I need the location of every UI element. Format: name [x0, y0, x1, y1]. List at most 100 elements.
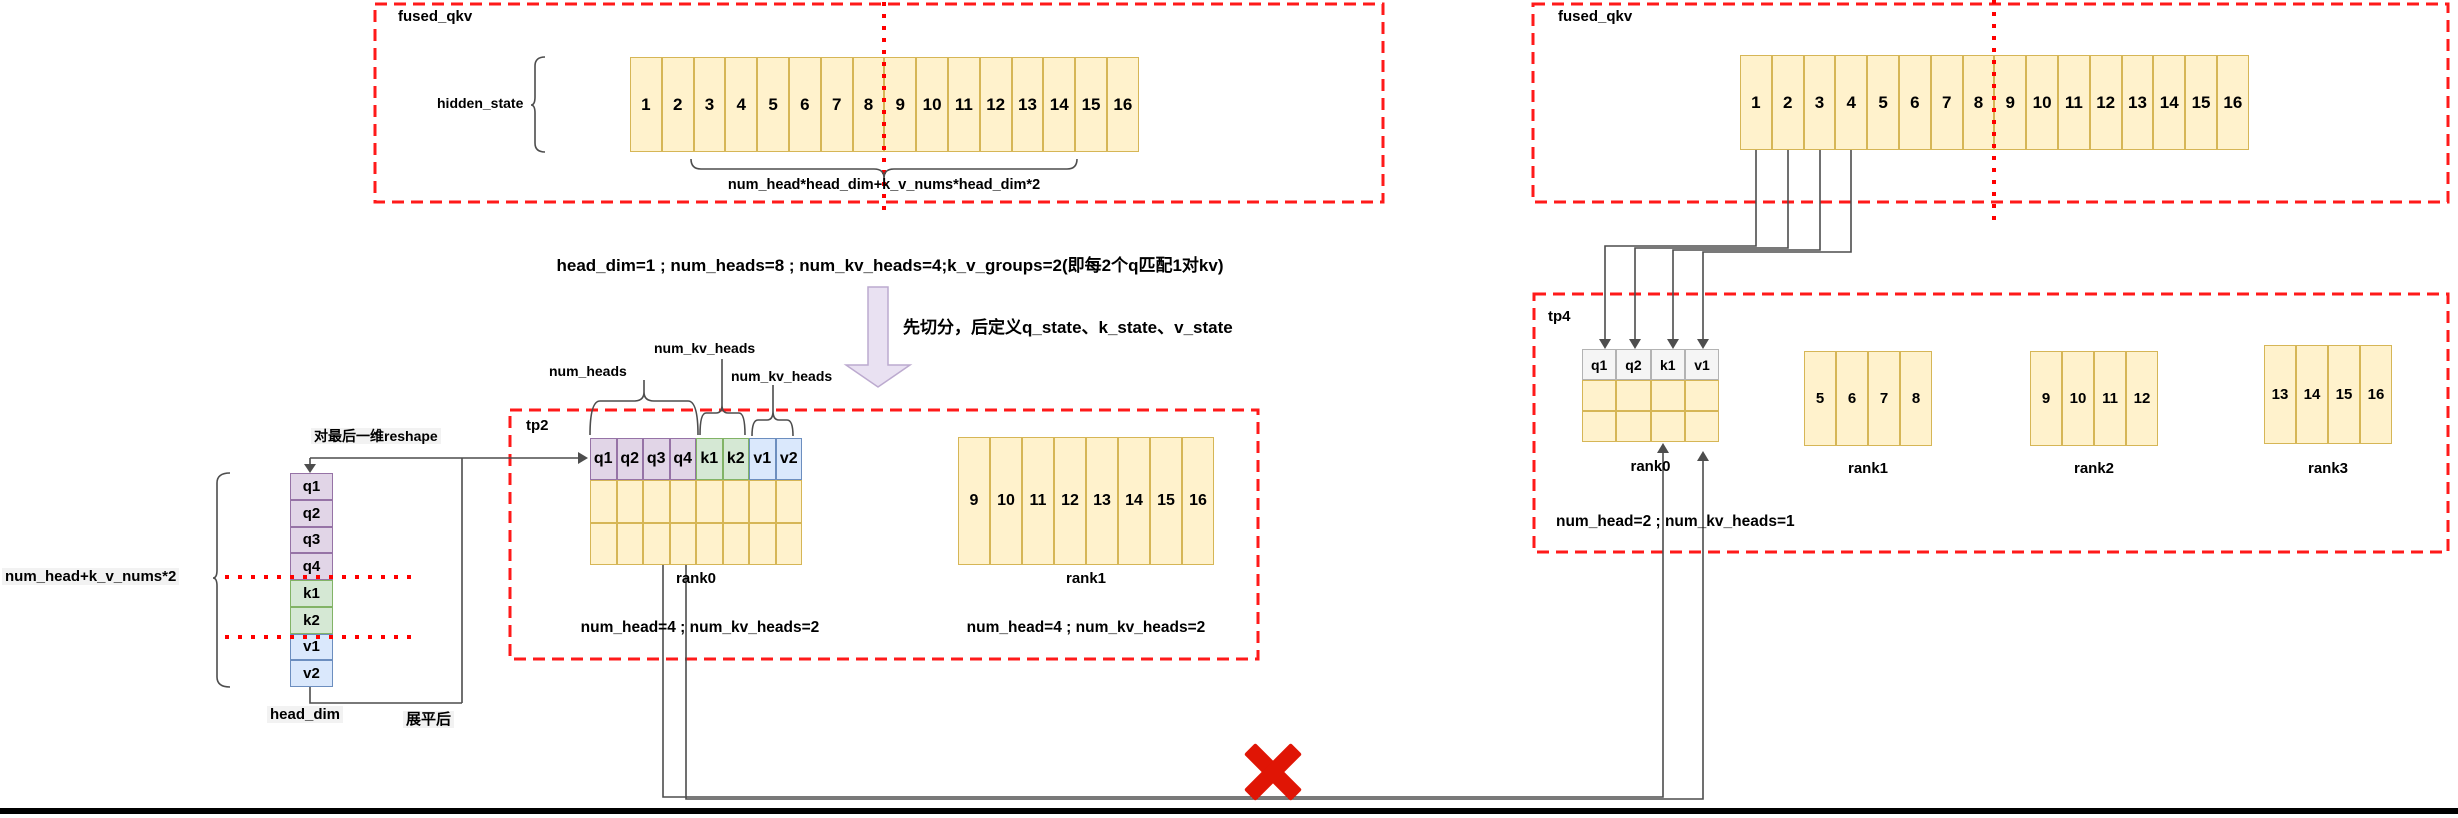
tp2-rank1-label: rank1: [1065, 570, 1107, 587]
cell: k1: [696, 438, 723, 481]
cell: 2: [1771, 55, 1804, 150]
tp4-title: tp4: [1548, 308, 1571, 325]
cell: q3: [643, 438, 670, 481]
cell: [749, 522, 776, 565]
cell: [775, 480, 802, 523]
cell: [1616, 380, 1651, 411]
cell: [1650, 411, 1685, 442]
cell: 13: [1086, 437, 1118, 565]
cell: 11: [947, 57, 980, 152]
cell: q1: [290, 473, 333, 500]
cell: 7: [1930, 55, 1963, 150]
cell: [696, 522, 723, 565]
tp4-rank0-label: rank0: [1630, 458, 1671, 475]
cell: [1582, 380, 1617, 411]
cell: v2: [775, 438, 802, 481]
cell: [722, 480, 749, 523]
cell: 12: [1054, 437, 1086, 565]
cell: [1684, 380, 1720, 411]
cell: 12: [979, 57, 1012, 152]
fused-qkv-left-brace-label: num_head*head_dim+k_v_nums*head_dim*2: [727, 177, 1041, 193]
cell: [1582, 411, 1617, 442]
tp2-brace-label-kvheads-1: num_kv_heads: [654, 340, 756, 356]
hidden-state-label: hidden_state: [437, 95, 524, 111]
cell: 14: [1118, 437, 1150, 565]
cell: [749, 480, 776, 523]
tp2-brace-label-kvheads-2: num_kv_heads: [731, 368, 833, 384]
cell: 11: [2094, 351, 2126, 446]
cell: 13: [2264, 345, 2296, 444]
cell: 10: [990, 437, 1022, 565]
cell: 12: [2126, 351, 2158, 446]
cell: q2: [290, 499, 333, 527]
cell: [616, 522, 643, 565]
cell: 7: [820, 57, 853, 152]
cell: 15: [2328, 345, 2360, 444]
cell: k2: [722, 438, 749, 481]
cell: q2: [616, 438, 643, 481]
cell: q1: [1582, 349, 1617, 380]
cell: 9: [958, 437, 990, 565]
cell: [590, 522, 617, 565]
cell: 15: [1075, 57, 1107, 152]
stack-dim-label: num_head+k_v_nums*2: [2, 568, 180, 586]
cell: 10: [916, 57, 948, 152]
cell: 5: [1804, 351, 1836, 446]
cell: [643, 480, 670, 523]
fused-qkv-left-title: fused_qkv: [398, 8, 473, 25]
tp4-rank1-label: rank1: [1847, 460, 1889, 477]
cell: k2: [290, 606, 333, 634]
cell: 8: [852, 57, 885, 152]
cell: 14: [2296, 345, 2328, 444]
config-text: head_dim=1 ; num_heads=8 ; num_kv_heads=…: [556, 256, 1224, 275]
cell: 14: [2153, 55, 2186, 150]
tp2-title: tp2: [526, 417, 549, 434]
tp2-rank0-caption: num_head=4 ; num_kv_heads=2: [580, 619, 820, 636]
cell: q4: [290, 553, 333, 580]
cross-icon: [1244, 743, 1302, 801]
tp4-caption: num_head=2 ; num_kv_heads=1: [1556, 513, 1795, 530]
cell: 8: [1900, 351, 1932, 446]
cell: [1616, 411, 1651, 442]
cell: 4: [1835, 55, 1868, 150]
cell: 16: [1182, 437, 1214, 565]
tp2-rank1-caption: num_head=4 ; num_kv_heads=2: [966, 619, 1206, 636]
cell: 6: [1836, 351, 1868, 446]
num-kv-heads-brace-2: [751, 385, 794, 437]
cell: 3: [1803, 55, 1836, 150]
cell: k1: [290, 580, 333, 607]
tp2-rank0-label: rank0: [675, 570, 717, 587]
cell: 9: [2030, 351, 2062, 446]
cell: 6: [1898, 55, 1931, 150]
bottom-border-line: [0, 808, 2458, 814]
cell: v1: [749, 438, 776, 481]
cell: [643, 522, 670, 565]
cell: [1684, 411, 1720, 442]
cell: 16: [2216, 55, 2249, 150]
flatten-label: 展平后: [403, 711, 455, 729]
cell: 12: [2089, 55, 2122, 150]
cell: 9: [884, 57, 917, 152]
head-dim-label: head_dim: [267, 706, 344, 724]
split-arrow-caption: 先切分，后定义q_state、k_state、v_state: [903, 318, 1233, 337]
cell: [669, 480, 696, 523]
cell: v1: [290, 633, 333, 661]
cell: 10: [2026, 55, 2058, 150]
cell: 2: [661, 57, 694, 152]
cell: [696, 480, 723, 523]
reshape-label: 对最后一维reshape: [311, 428, 441, 445]
cell: v2: [290, 660, 333, 687]
cell: 14: [1043, 57, 1076, 152]
cell: q3: [290, 526, 333, 554]
tp4-rank3-label: rank3: [2307, 460, 2349, 477]
tp2-brace-label-numheads: num_heads: [549, 363, 627, 379]
cell: 15: [2185, 55, 2217, 150]
cell: 16: [1106, 57, 1139, 152]
